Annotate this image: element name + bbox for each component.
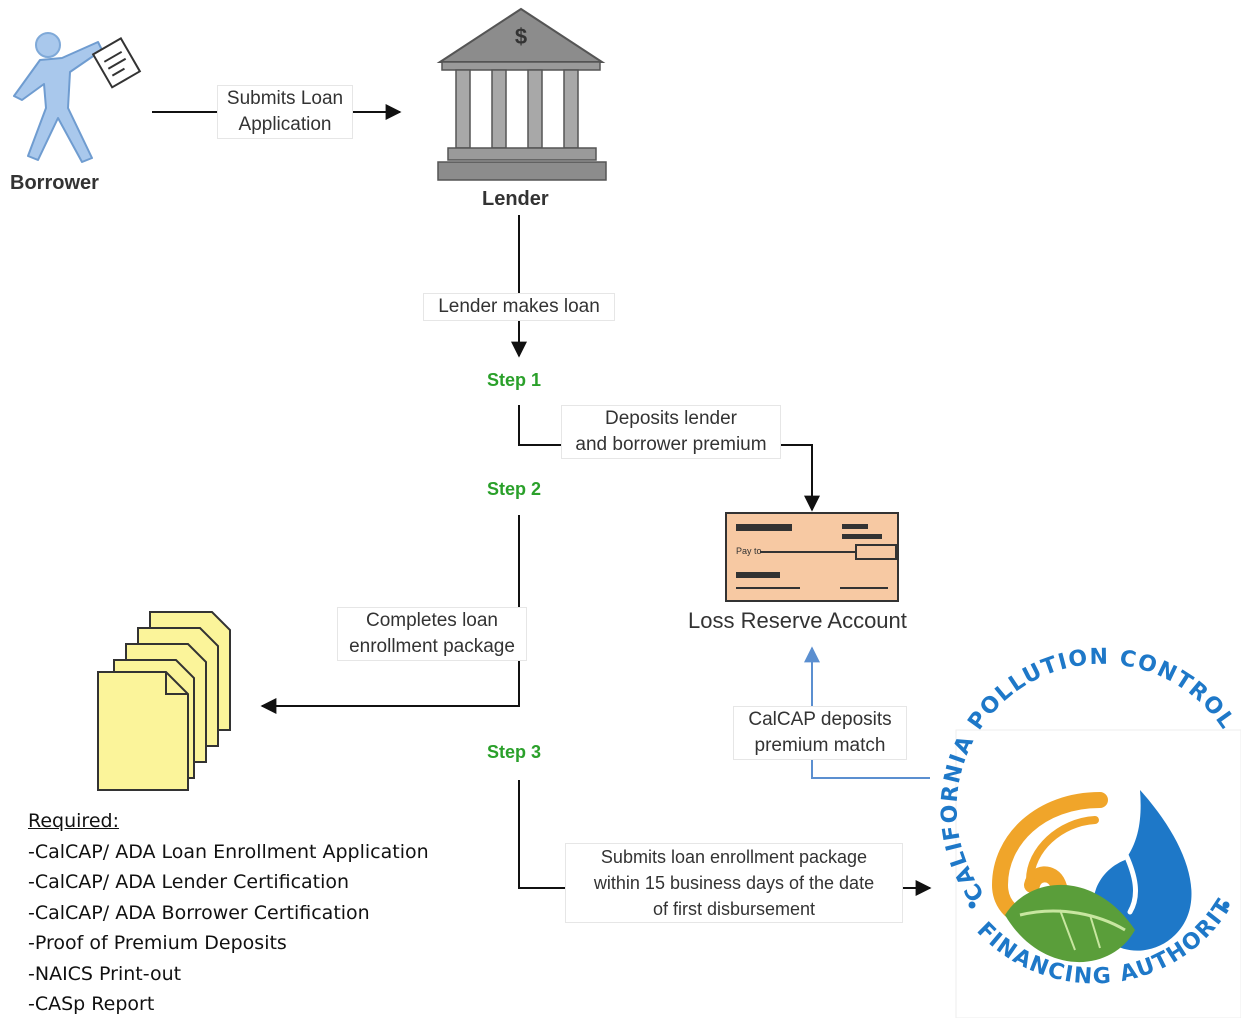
label-submits-application: Submits Loan Application: [218, 86, 352, 138]
required-title: Required:: [28, 810, 119, 832]
lender-label: Lender: [482, 188, 549, 210]
step-2-label: Step 2: [487, 479, 542, 499]
check-icon: [725, 512, 899, 602]
required-item: -CASp Report: [28, 993, 155, 1015]
label-completes-package: Completes loan enrollment package: [338, 608, 526, 660]
step-1-label: Step 1: [487, 370, 542, 390]
cpcfa-logo: [955, 729, 1241, 1018]
required-item: -CalCAP/ ADA Borrower Certification: [28, 901, 370, 924]
documents-icon: [97, 611, 231, 791]
step-3-label: Step 3: [487, 742, 542, 762]
required-item: -CalCAP/ ADA Lender Certification: [28, 871, 350, 893]
label-submits-package: Submits loan enrollment package within 1…: [566, 844, 902, 922]
borrower-label: Borrower: [10, 172, 99, 194]
arrow-package-to-documents: [260, 515, 520, 714]
loss-reserve-account-label: Loss Reserve Account: [688, 608, 907, 633]
bank-icon: [436, 7, 607, 181]
label-calcap-match: CalCAP deposits premium match: [734, 707, 906, 759]
check-payto-text: Pay to: [736, 546, 762, 556]
label-deposits-premium: Deposits lender and borrower premium: [562, 406, 780, 458]
arrow-calcap-to-account: [804, 646, 930, 779]
required-list: Required: -CalCAP/ ADA Loan Enrollment A…: [28, 806, 429, 1020]
required-item: -Proof of Premium Deposits: [28, 932, 287, 954]
required-item: -CalCAP/ ADA Loan Enrollment Application: [28, 840, 429, 863]
label-lender-makes-loan: Lender makes loan: [424, 294, 614, 320]
borrower-icon: [13, 32, 142, 163]
required-item: -NAICS Print-out: [28, 962, 182, 985]
dollar-icon: $: [515, 24, 527, 49]
